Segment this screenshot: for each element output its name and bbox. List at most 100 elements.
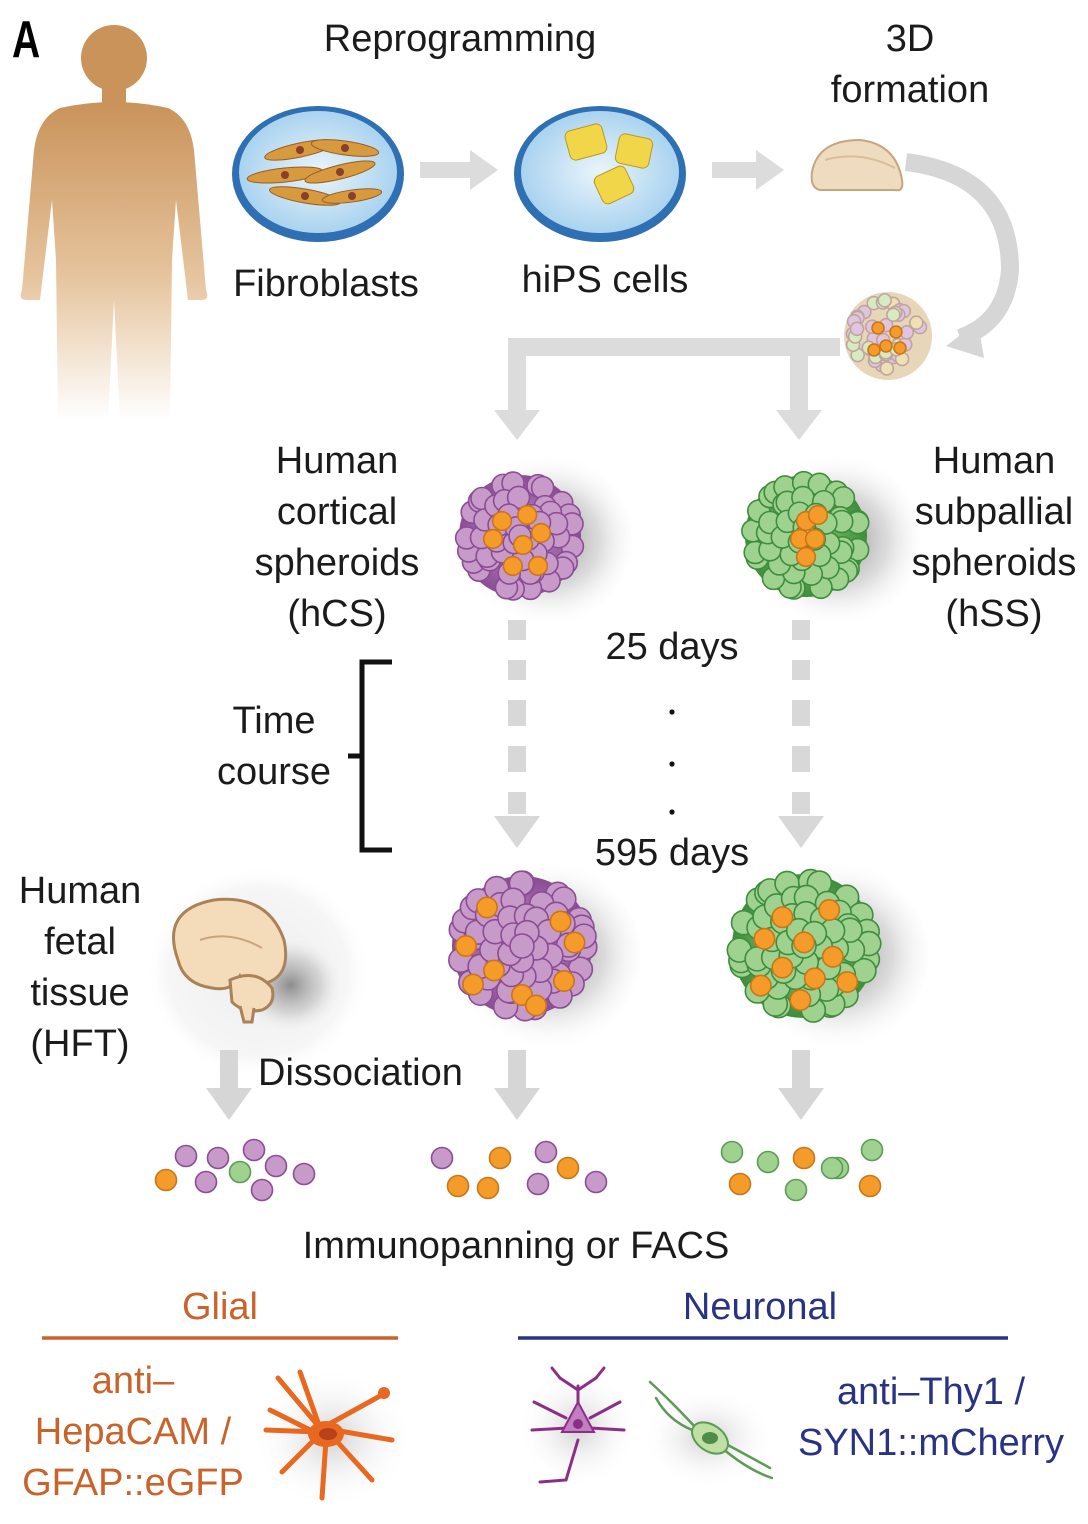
spheroid-cell-marked [563, 931, 586, 954]
spheroid-cell-marked [502, 555, 523, 577]
interneuron-icon [642, 1380, 774, 1488]
spheroid-cell-marked [524, 994, 547, 1017]
spheroid-cell [831, 486, 856, 510]
spheroid-cell-marked [803, 967, 826, 990]
dissociated-cell [194, 1170, 218, 1194]
mini-cell-marked [867, 343, 881, 357]
neuronal-title: Neuronal [682, 1286, 838, 1328]
dissociated-cell [242, 1138, 266, 1162]
dissociated-cell [250, 1178, 274, 1202]
immunopanning-label: Immunopanning or FACS [302, 1225, 730, 1267]
day-start-label: 25 days [605, 626, 739, 668]
dissociated-cell [292, 1162, 316, 1186]
hcs-label-line3: spheroids [254, 542, 420, 584]
mini-cell [879, 361, 895, 376]
hss-spheroid-early [741, 470, 870, 600]
spheroid-cell-marked [491, 510, 513, 532]
dissociated-cell [858, 1174, 882, 1198]
formation-label-line1: 3D [885, 18, 935, 60]
time-arrows [494, 620, 824, 848]
dissociation-arrows [206, 1050, 824, 1120]
spheroid-cell-marked [818, 898, 841, 921]
formation-label-line2: formation [830, 69, 990, 111]
hcs-spheroid-early [454, 471, 585, 601]
dissociated-cell [792, 1146, 816, 1170]
dissociated-cells [154, 1138, 884, 1202]
spheroid-cell-marked [549, 910, 572, 933]
dissociated-cell [728, 1172, 752, 1196]
neuronal-marker-line2: SYN1::mCherry [797, 1422, 1065, 1464]
spheroid-cell-marked [789, 988, 812, 1011]
dissociated-cell [820, 1156, 844, 1180]
glial-title: Glial [181, 1286, 259, 1328]
dissociation-label: Dissociation [258, 1052, 463, 1094]
dissociated-cell [584, 1170, 608, 1194]
spheroid-cell-marked [771, 906, 794, 929]
glial-marker-line1: anti– [91, 1360, 175, 1402]
hss-label-line2: subpallial [914, 491, 1074, 533]
spheroid-cell-marked [792, 931, 815, 954]
dissociated-cell [488, 1146, 512, 1170]
spheroid-cell-marked [795, 546, 817, 568]
spheroid-cell-marked [517, 504, 538, 526]
dissociated-cell [446, 1174, 470, 1198]
glial-marker-line2: HepaCAM / [34, 1411, 232, 1453]
dissociated-cell [720, 1140, 744, 1164]
spheroid-cell-marked [552, 969, 575, 992]
astrocyte-icon [252, 1368, 412, 1508]
dissociated-cell [154, 1168, 178, 1192]
spheroid-cell-marked [512, 534, 534, 556]
reprogramming-label: Reprogramming [323, 18, 597, 60]
spheroid-cell-marked [461, 973, 484, 996]
mini-cell-marked [893, 341, 907, 355]
hft-label-line2: fetal [44, 921, 116, 963]
dissociated-cell [534, 1140, 558, 1164]
hss-spheroid-late [726, 868, 882, 1023]
hcs-label-line2: cortical [276, 491, 398, 533]
fibroblast-dish-icon [232, 106, 404, 242]
spheroid-cell-marked [749, 974, 772, 997]
hft-label-line1: Human [18, 870, 142, 912]
dissociated-cell [476, 1176, 500, 1200]
mini-cell-marked [871, 321, 885, 335]
hips-label: hiPS cells [521, 259, 689, 301]
human-body-icon [20, 25, 208, 420]
hcs-label-line4: (hCS) [287, 593, 387, 635]
dissociated-cell [174, 1144, 198, 1168]
spheroid-cell-marked [475, 896, 498, 919]
fibroblasts-label: Fibroblasts [233, 263, 419, 305]
glial-marker-line3: GFAP::eGFP [22, 1462, 244, 1504]
mini-cell-marked [889, 325, 903, 339]
dissociated-cell [784, 1178, 808, 1202]
mini-cell [877, 293, 892, 308]
spheroid-cell-marked [821, 945, 844, 968]
time-course-bracket [348, 659, 392, 853]
embryoid-body-icon [810, 138, 904, 192]
mini-cell [886, 307, 901, 323]
time-course-label-line2: course [216, 751, 332, 793]
spheroid-cell [509, 933, 535, 959]
pyramidal-neuron-icon [518, 1366, 638, 1488]
dissociated-cell [430, 1146, 454, 1170]
spheroid-cell-marked [771, 956, 794, 979]
spheroid-cell-marked [807, 504, 829, 526]
dissociated-cell [206, 1146, 230, 1170]
mini-cell [909, 315, 924, 331]
hss-label-line1: Human [932, 440, 1056, 482]
hss-label-line4: (hSS) [945, 593, 1043, 635]
hft-label-line3: tissue [30, 972, 130, 1014]
mini-cell-marked [879, 339, 893, 353]
flow-arrows [420, 150, 1020, 440]
dissociated-cell [860, 1138, 884, 1162]
dissociated-cell [228, 1160, 252, 1184]
neuronal-marker-line1: anti–Thy1 / [837, 1371, 1025, 1413]
mini-cell [849, 321, 865, 337]
spheroid-cell-marked [804, 528, 826, 550]
spheroid-cell-marked [482, 528, 504, 550]
dissociated-cell [756, 1150, 780, 1174]
spheroid-cell [506, 485, 531, 510]
spheroid-cell-marked [482, 959, 505, 982]
spheroid-cell-marked [454, 934, 477, 957]
